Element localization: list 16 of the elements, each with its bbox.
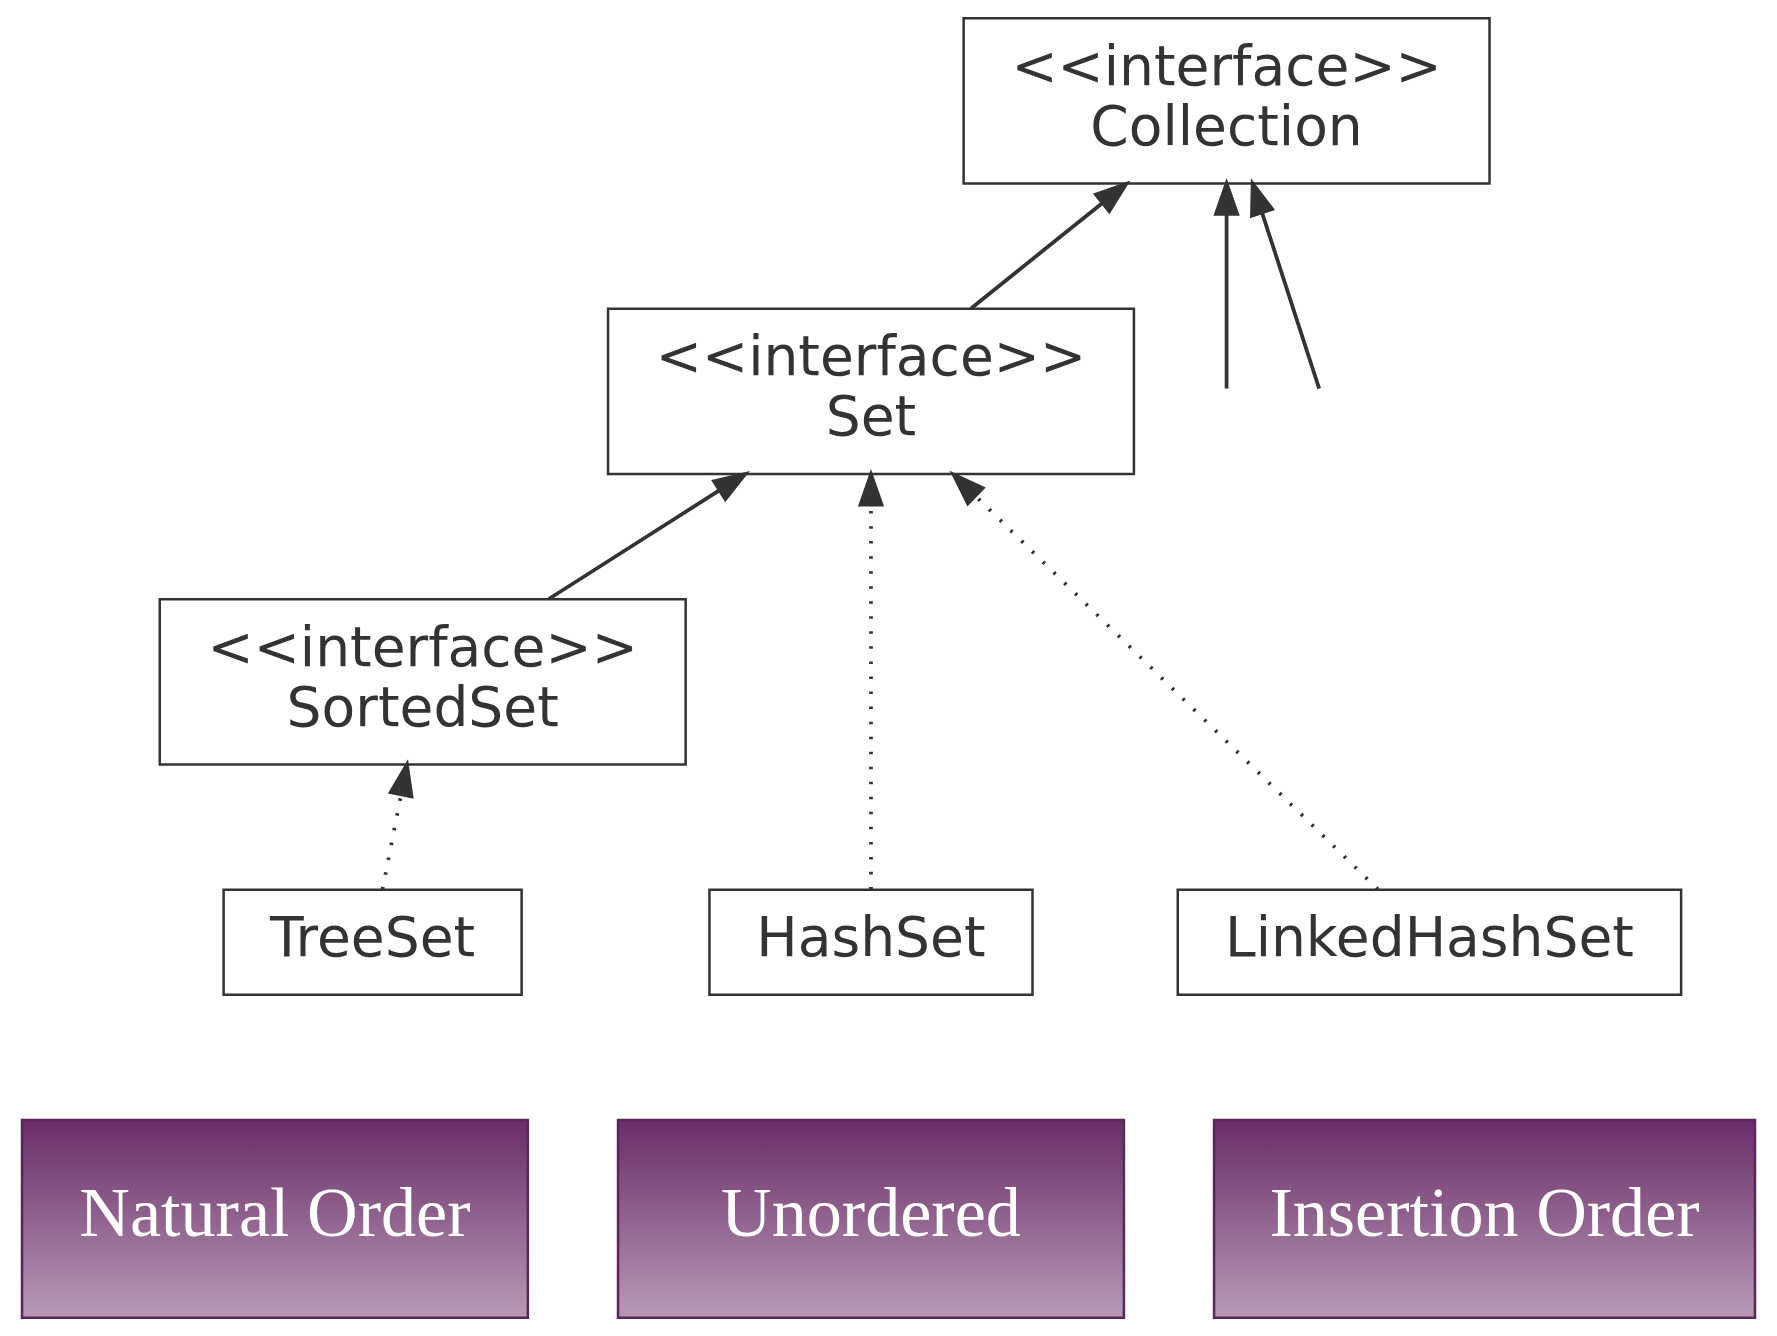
arrow [1250,178,1321,390]
arrow [949,470,1380,891]
node-box: <<interface>> Collection [962,16,1491,185]
node-box: TreeSet [222,888,523,997]
node-box: <<interface>> Set [606,307,1136,476]
node-box: HashSet [708,888,1034,997]
node-box: Unordered [616,1118,1126,1320]
node-box: Natural Order [20,1118,530,1320]
arrow [1213,178,1240,389]
arrow [380,759,414,890]
arrow [969,180,1131,310]
arrow [857,469,885,890]
node-box: Insertion Order [1212,1118,1757,1320]
node-box: <<interface>> SortedSet [158,597,687,766]
node-box: LinkedHashSet [1176,888,1683,997]
arrow [547,470,750,601]
